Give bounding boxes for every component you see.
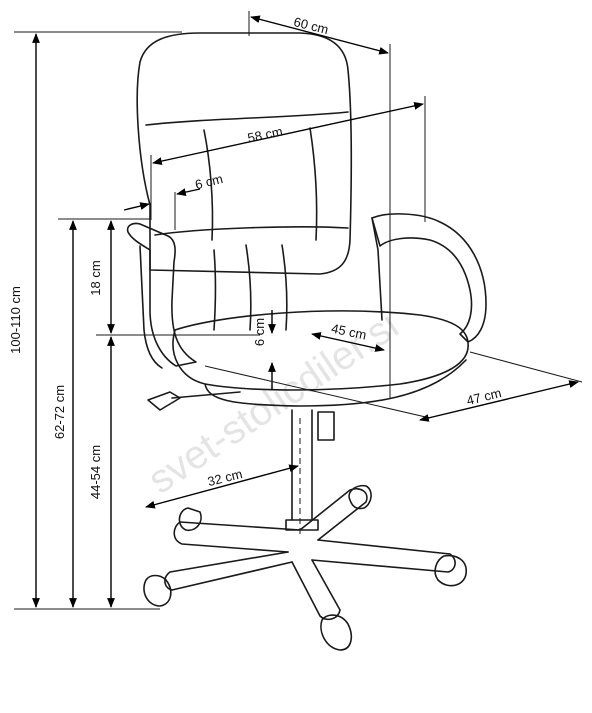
dim-base-radius: 32 cm bbox=[145, 418, 301, 538]
label-armrest-height: 62-72 cm bbox=[52, 385, 67, 439]
label-total-height: 100-110 cm bbox=[8, 286, 23, 354]
label-seat-thickness: 6 cm bbox=[252, 318, 267, 346]
dim-seat-depth: 47 cm bbox=[204, 351, 583, 422]
label-seat-height: 44-54 cm bbox=[88, 445, 103, 499]
dim-seat-width: 45 cm bbox=[311, 321, 385, 352]
chair-outline bbox=[126, 32, 487, 651]
dim-armrest-height: 62-72 cm bbox=[52, 218, 150, 608]
label-back-width: 58 cm bbox=[246, 124, 284, 146]
dim-total-height: 100-110 cm bbox=[8, 31, 182, 610]
dim-seat-height: 44-54 cm bbox=[88, 336, 115, 608]
dim-seat-thickness: 6 cm bbox=[252, 310, 276, 390]
label-arm-above-seat: 18 cm bbox=[88, 260, 103, 295]
dim-arm-above-seat: 18 cm bbox=[88, 220, 260, 336]
dim-back-thickness: 6 cm bbox=[123, 171, 224, 230]
label-back-thickness: 6 cm bbox=[193, 171, 224, 192]
label-seat-width: 45 cm bbox=[330, 321, 368, 343]
dim-back-width: 58 cm bbox=[150, 96, 426, 222]
